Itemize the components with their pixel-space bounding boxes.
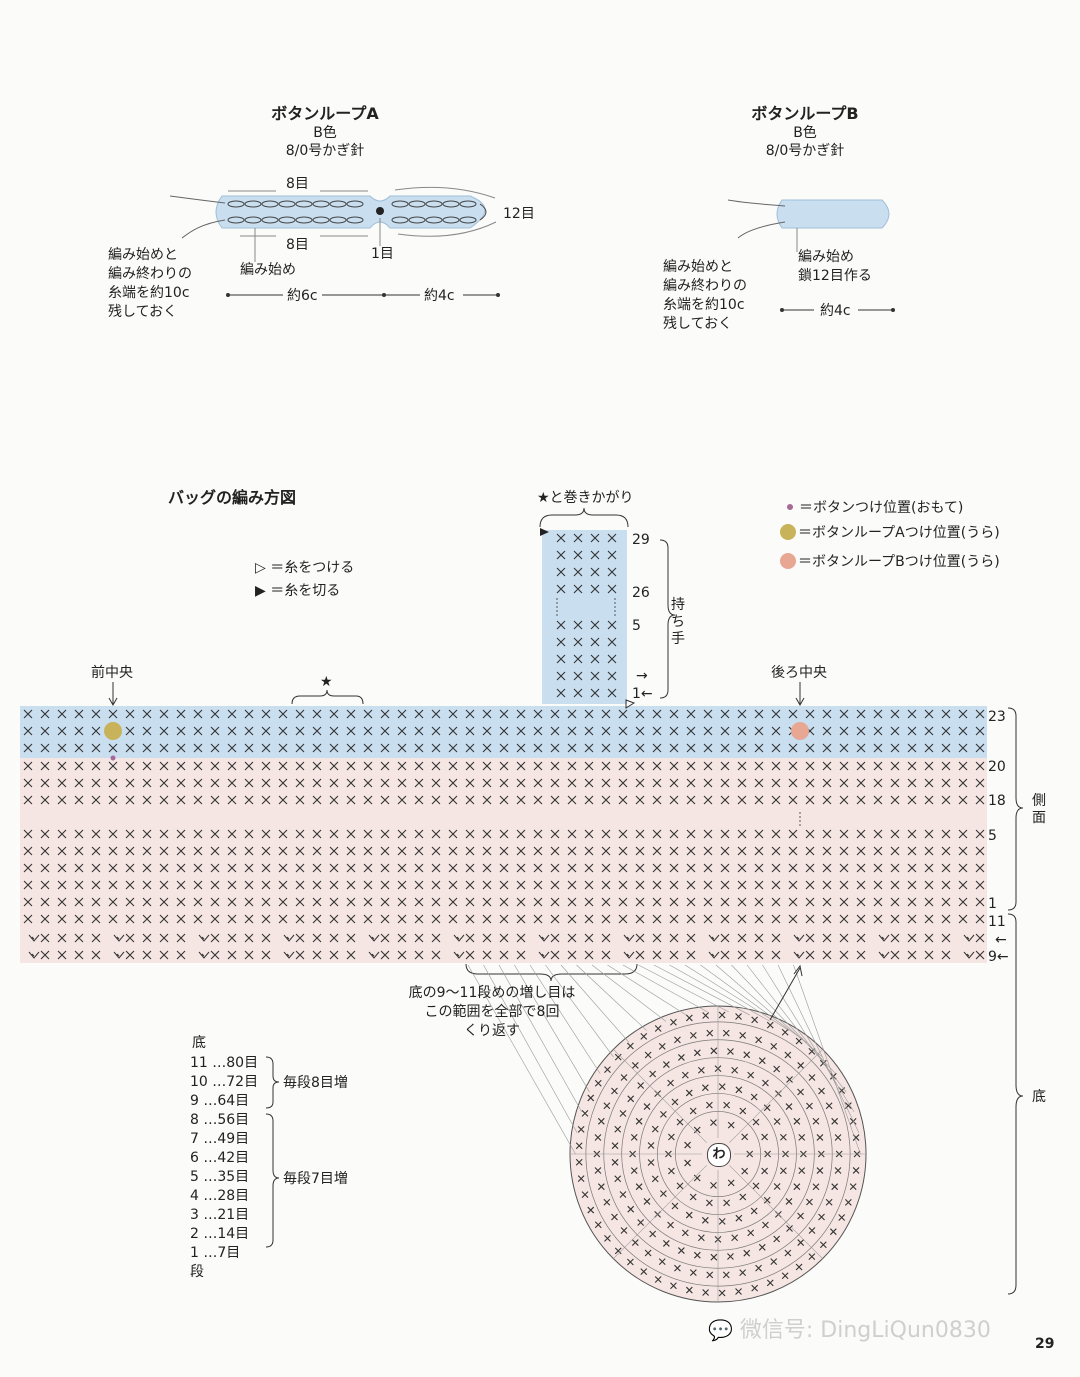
handle-label: 持ち手 — [671, 597, 685, 647]
table-row: 1 …7目 — [190, 1245, 241, 1261]
loop-b-title: ボタンループB — [751, 104, 859, 123]
handle-row-1: 1← — [632, 686, 653, 702]
table-row: 8 …56目 — [190, 1112, 250, 1128]
loop-a-start-label: 編み始め — [240, 262, 296, 278]
side-row-20: 20 — [988, 759, 1006, 775]
loop-a-dim-right: 約4c — [424, 288, 455, 304]
wechat-icon: 💬 — [708, 1318, 733, 1342]
loop-b-start-line: 編み始め — [798, 249, 854, 265]
loop-a-hook: 8/0号かぎ針 — [285, 143, 365, 159]
side-row-23: 23 — [988, 709, 1006, 725]
legend-loop-b: ＝ボタンループBつけ位置(うら) — [780, 553, 1000, 571]
table-row: 6 …42目 — [190, 1150, 250, 1166]
handle-row-arrow: → — [636, 668, 648, 684]
side-row-5: 5 — [988, 828, 997, 844]
loop-a-dim-left: 約6c — [287, 288, 318, 304]
table-row: 4 …28目 — [190, 1188, 250, 1204]
loop-b-note: 編み始めと 編み終わりの 糸端を約10c 残しておく — [663, 258, 747, 334]
table-title: 底 — [192, 1035, 206, 1051]
handle-row-5: 5 — [632, 618, 641, 634]
button-dot-icon — [787, 504, 793, 510]
loop-b-note-line: 糸端を約10c — [663, 297, 745, 313]
loop-a-color: B色 — [313, 125, 337, 141]
loop-a-drawing — [169, 186, 887, 297]
legend-attach-text: ＝糸をつける — [270, 560, 355, 576]
loop-b-position-marker — [791, 722, 809, 740]
table-row: 5 …35目 — [190, 1169, 250, 1185]
bag-title: バッグの編み方図 — [168, 488, 297, 507]
stitch-table: 11 …80目 10 …72目 9 …64目 8 …56目 7 …49目 6 …… — [190, 1054, 258, 1282]
loop-b-start-line: 鎖12目作る — [798, 268, 872, 284]
legend-loop-a-text: ＝ボタンループAつけ位置(うら) — [798, 525, 1000, 541]
magic-ring-center: わ — [707, 1143, 731, 1167]
loop-b-hook: 8/0号かぎ針 — [765, 143, 845, 159]
pink-band — [20, 758, 987, 963]
loop-a-top-count: 8目 — [286, 176, 309, 192]
table-row: 11 …80目 — [190, 1055, 259, 1071]
handle-note: ★と巻きかがり — [537, 490, 634, 506]
side-row-1: 1 — [988, 896, 997, 912]
loop-a-position-marker — [104, 722, 122, 740]
loop-b-dim: 約4c — [820, 303, 851, 319]
loop-b-color: B色 — [793, 125, 817, 141]
legend-loop-b-text: ＝ボタンループBつけ位置(うら) — [798, 554, 1000, 570]
loop-a-note: 編み始めと 編み終わりの 糸端を約10c 残しておく — [108, 246, 192, 322]
legend-attach: ▷ ＝糸をつける — [255, 559, 354, 577]
loop-a-note-line: 残しておく — [108, 304, 178, 320]
star-mark: ★ — [320, 674, 333, 690]
legend-cut: ▶ ＝糸を切る — [255, 582, 340, 600]
loop-a-note-line: 編み終わりの — [108, 266, 192, 282]
table-footer: 段 — [190, 1264, 204, 1280]
loop-b-dot-icon — [780, 553, 796, 569]
table-row: 2 …14目 — [190, 1226, 250, 1242]
loop-a-header: ボタンループA B色 8/0号かぎ針 — [225, 100, 425, 160]
table-row: 9 …64目 — [190, 1093, 250, 1109]
loop-a-bottom-count: 8目 — [286, 237, 309, 253]
table-row: 10 …72目 — [190, 1074, 259, 1090]
increase-note: 底の9〜11段めの増し目は この範囲を全部で8回 くり返す — [392, 984, 592, 1041]
button-position-marker — [110, 755, 116, 761]
side-label: 側面 — [1032, 793, 1046, 826]
loop-b-note-line: 残しておく — [663, 316, 733, 332]
bottom-row-9: 9← — [988, 949, 1009, 965]
side-row-18: 18 — [988, 793, 1006, 809]
table-row: 3 …21目 — [190, 1207, 250, 1223]
loop-b-drawing — [727, 199, 895, 312]
watermark-text: 微信号: DingLiQun0830 — [739, 1318, 991, 1343]
group-a-label: 毎段8目増 — [283, 1075, 348, 1091]
loop-b-start-label: 編み始め 鎖12目作る — [798, 248, 872, 286]
loop-a-center-count: 1目 — [371, 246, 394, 262]
bottom-row-arrow: ← — [995, 932, 1007, 948]
front-center-label: 前中央 — [91, 665, 133, 681]
group-b-label: 毎段7目増 — [283, 1171, 348, 1187]
legend-button-text: ＝ボタンつけ位置(おもて) — [799, 500, 964, 516]
loop-a-dot-icon — [780, 524, 796, 540]
attach-yarn-icon: ▷ — [255, 560, 266, 576]
table-row: 7 …49目 — [190, 1131, 250, 1147]
loop-a-right-count: 12目 — [503, 206, 535, 222]
cut-yarn-icon: ▶ — [255, 583, 266, 599]
back-center-label: 後ろ中央 — [771, 665, 827, 681]
handle-row-26: 26 — [632, 585, 650, 601]
watermark: 💬 微信号: DingLiQun0830 — [708, 1312, 991, 1344]
handle-row-29: 29 — [632, 532, 650, 548]
legend-button: ＝ボタンつけ位置(おもて) — [785, 499, 963, 517]
loop-a-title: ボタンループA — [271, 104, 379, 123]
legend-loop-a: ＝ボタンループAつけ位置(うら) — [780, 524, 1000, 542]
legend-cut-text: ＝糸を切る — [270, 583, 341, 599]
increase-note-line: 底の9〜11段めの増し目は — [408, 985, 576, 1001]
loop-a-note-line: 糸端を約10c — [108, 285, 190, 301]
bottom-row-11: 11 — [988, 914, 1006, 930]
page-number: 29 — [1035, 1336, 1055, 1352]
loop-a-note-line: 編み始めと — [108, 247, 178, 263]
bottom-label: 底 — [1032, 1089, 1046, 1105]
increase-note-line: この範囲を全部で8回 — [424, 1004, 560, 1020]
loop-b-note-line: 編み終わりの — [663, 278, 747, 294]
loop-b-note-line: 編み始めと — [663, 259, 733, 275]
loop-b-header: ボタンループB B色 8/0号かぎ針 — [705, 100, 905, 160]
increase-note-line: くり返す — [464, 1023, 520, 1039]
